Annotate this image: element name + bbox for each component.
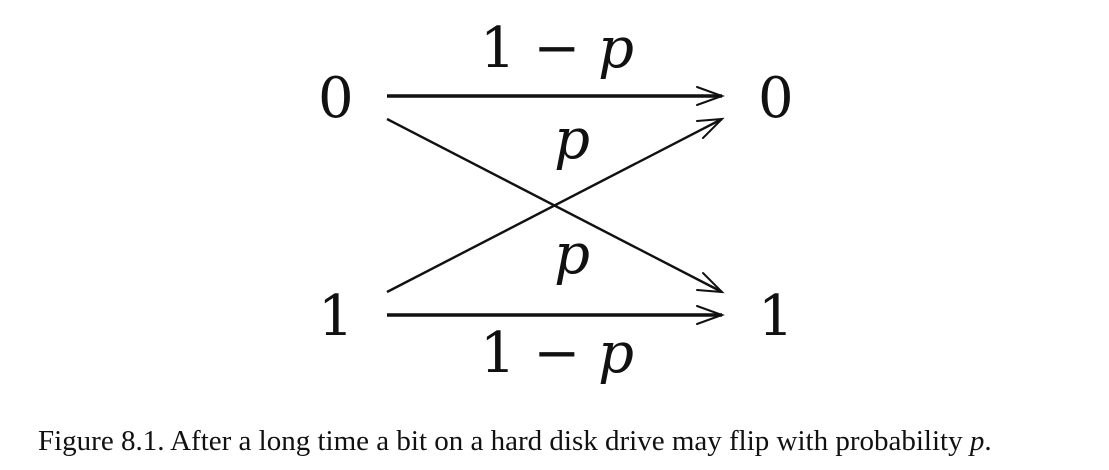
arrowhead-icon [696, 86, 725, 106]
caption-suffix: . [984, 425, 992, 457]
edge-label-zero-to-one: p [554, 107, 590, 172]
caption-text: Figure 8.1. After a long time a bit on a… [38, 425, 970, 457]
edge-label-zero-to-zero: 1 − p [480, 16, 634, 81]
caption-variable: p [969, 425, 985, 457]
edge-label-one-to-zero: p [554, 222, 590, 287]
arrowhead-icon [696, 305, 725, 325]
output-zero-label: 0 [758, 66, 794, 131]
arrowhead-icon [696, 117, 725, 139]
output-one-label: 1 [758, 284, 794, 349]
edge-label-one-to-one: 1 − p [480, 321, 634, 386]
arrowhead-icon [696, 272, 725, 294]
edge-zero-to-zero [387, 86, 725, 106]
edge-one-to-one [387, 305, 725, 325]
edge-one-to-zero [386, 117, 725, 294]
input-one-label: 1 [318, 284, 354, 349]
input-zero-label: 0 [318, 66, 354, 131]
figure-caption: Figure 8.1. After a long time a bit on a… [38, 421, 1098, 461]
binary-symmetric-channel-diagram: 0 1 0 1 1 − p p p 1 − p [318, 16, 794, 386]
